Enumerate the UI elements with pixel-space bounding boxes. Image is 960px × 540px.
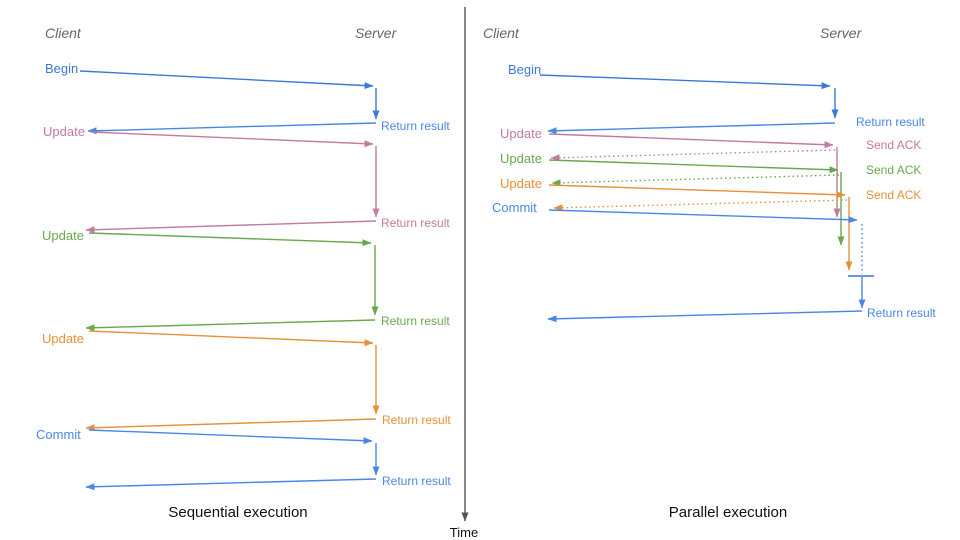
response-label: Return result [382,413,451,427]
response-line [87,122,377,135]
message-row-begin: Begin Return result [508,62,925,135]
panel-caption-parallel: Parallel execution [669,504,787,521]
request-label: Update [42,331,84,346]
message-row-update-1: Update Return result [43,124,450,234]
response-label: Return result [382,474,451,488]
request-label: Update [500,176,542,191]
request-label: Commit [36,427,81,442]
request-label: Commit [492,200,537,215]
panel-caption-sequential: Sequential execution [168,504,307,521]
message-row-update-3: Update Send ACK [500,176,921,271]
ack-line [551,174,840,187]
request-line [79,70,374,90]
client-column-header: Client [45,25,82,41]
request-line [548,209,858,224]
message-row-update-3: Update Return result [42,330,451,432]
server-column-header: Server [355,25,398,41]
final-response-label: Return result [867,306,936,320]
message-row-update-2: Update Send ACK [500,151,921,246]
response-line [85,319,376,332]
response-label: Return result [381,216,450,230]
request-line [88,232,372,247]
request-label: Update [42,228,84,243]
request-label: Update [43,124,85,139]
request-label: Update [500,126,542,141]
response-label: Send ACK [866,138,921,152]
response-label: Send ACK [866,163,921,177]
request-line [548,133,834,149]
request-line [548,184,846,199]
client-column-header: Client [483,25,520,41]
time-axis-label: Time [450,525,478,540]
request-label: Update [500,151,542,166]
request-line [88,429,373,445]
ack-line [553,199,848,212]
server-column-header: Server [820,25,863,41]
final-response-line [547,310,863,323]
sequential-panel: Client Server Begin Return result Update… [36,25,451,521]
response-line [85,418,377,432]
response-label: Send ACK [866,188,921,202]
response-line [547,122,836,135]
response-label: Return result [381,119,450,133]
time-axis-group: Time [450,7,478,540]
message-row-commit: Commit Return result [36,427,451,491]
message-row-commit: Commit Return result [492,200,936,323]
message-row-begin: Begin Return result [45,61,450,135]
request-line [90,131,374,148]
parallel-panel: Client Server Begin Return result Update… [483,25,936,521]
request-line [88,330,374,347]
request-line [548,159,839,174]
response-label: Return result [381,314,450,328]
request-line [539,74,831,90]
response-line [85,478,377,491]
message-row-update-1: Update Send ACK [500,126,921,218]
request-label: Begin [508,62,541,77]
response-line [85,220,377,234]
message-row-update-2: Update Return result [42,228,450,332]
ack-line [550,149,836,162]
request-label: Begin [45,61,78,76]
response-label: Return result [856,115,925,129]
